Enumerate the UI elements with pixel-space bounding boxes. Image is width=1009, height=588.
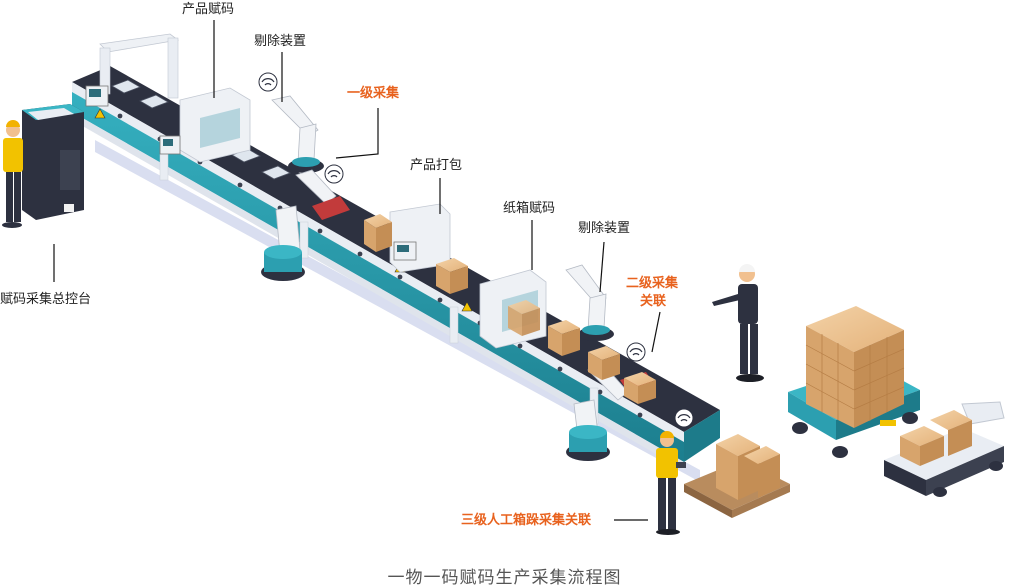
collect-robot-1 [261,169,350,281]
label-level2-association: 关联 [640,294,667,309]
label-product-coding: 产品赋码 [182,2,235,17]
label-reject-device-1: 剔除装置 [254,34,307,49]
control-console [22,104,84,220]
label-reject-device-2: 剔除装置 [578,221,631,236]
supervisor-person [712,264,764,382]
label-console: 赋码采集总控台 [0,292,92,307]
label-level3-manual: 三级人工箱跺采集关联 [461,513,592,528]
product-trays [111,79,291,180]
leader-lines [53,20,661,521]
agv-small-stack [884,401,1005,497]
wifi-icon [626,342,646,362]
agv-large-stack [788,306,920,458]
wifi-icon [674,408,694,428]
conveyor-side-panel [72,92,684,462]
label-product-packing: 产品打包 [410,158,463,173]
carton-boxes-on-belt [364,214,656,404]
wifi-icon [258,72,278,92]
figure-caption: 一物一码赋码生产采集流程图 [387,568,622,588]
label-level2-collect: 二级采集 [626,276,679,291]
coding-station-1 [85,33,251,163]
label-carton-coding: 纸箱赋码 [503,201,556,216]
worker-person [656,431,686,535]
conveyor-rail [72,82,684,442]
console-operator [2,120,23,228]
reject-robot-2 [565,264,614,341]
pallet-with-boxes [684,434,790,518]
wifi-icon [324,164,344,184]
label-level1-collect: 一级采集 [347,86,400,101]
conveyor-shadow [95,140,700,482]
reject-robot-1 [271,95,324,173]
packing-station [389,203,451,273]
wifi-signal-icons [258,72,694,428]
